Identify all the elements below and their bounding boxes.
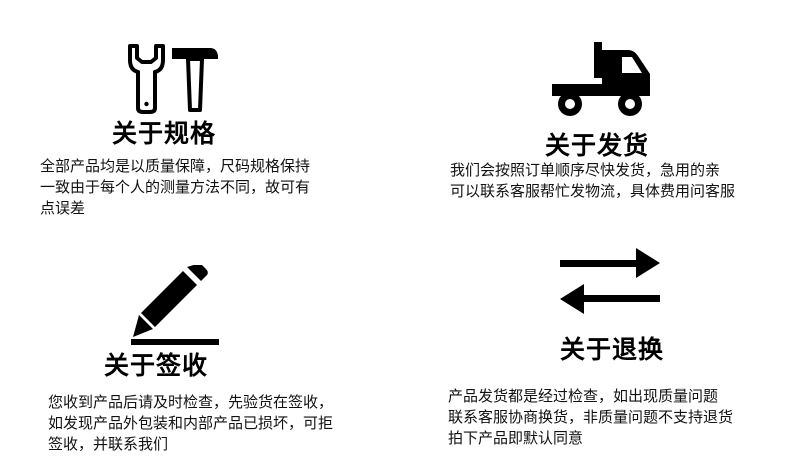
- truck-icon: [548, 40, 654, 120]
- section-description-specs: 全部产品均是以质量保障，尺码规格保持 一致由于每个人的测量方法不同，故可有 点误…: [40, 157, 311, 217]
- wrench-hammer-icon: [120, 42, 224, 114]
- section-title-specs: 关于规格: [112, 119, 217, 148]
- section-description-receiving: 您收到产品后请及时检查，先验货在签收， 如发现产品外包装和内部产品已损坏，可拒 …: [48, 393, 334, 453]
- section-description-shipping: 我们会按照订单顺序尽快发货，急用的亲 可以联系客服帮忙发物流，具体费用问客服: [450, 161, 736, 200]
- section-title-returns: 关于退换: [560, 335, 665, 364]
- exchange-arrows-icon: [558, 248, 662, 316]
- section-title-receiving: 关于签收: [104, 351, 209, 380]
- pencil-icon: [125, 263, 220, 345]
- section-title-shipping: 关于发货: [545, 131, 650, 160]
- section-description-returns: 产品发货都是经过检查，如出现质量问题 联系客服协商换货，非质量问题不支持退货 拍…: [448, 387, 734, 447]
